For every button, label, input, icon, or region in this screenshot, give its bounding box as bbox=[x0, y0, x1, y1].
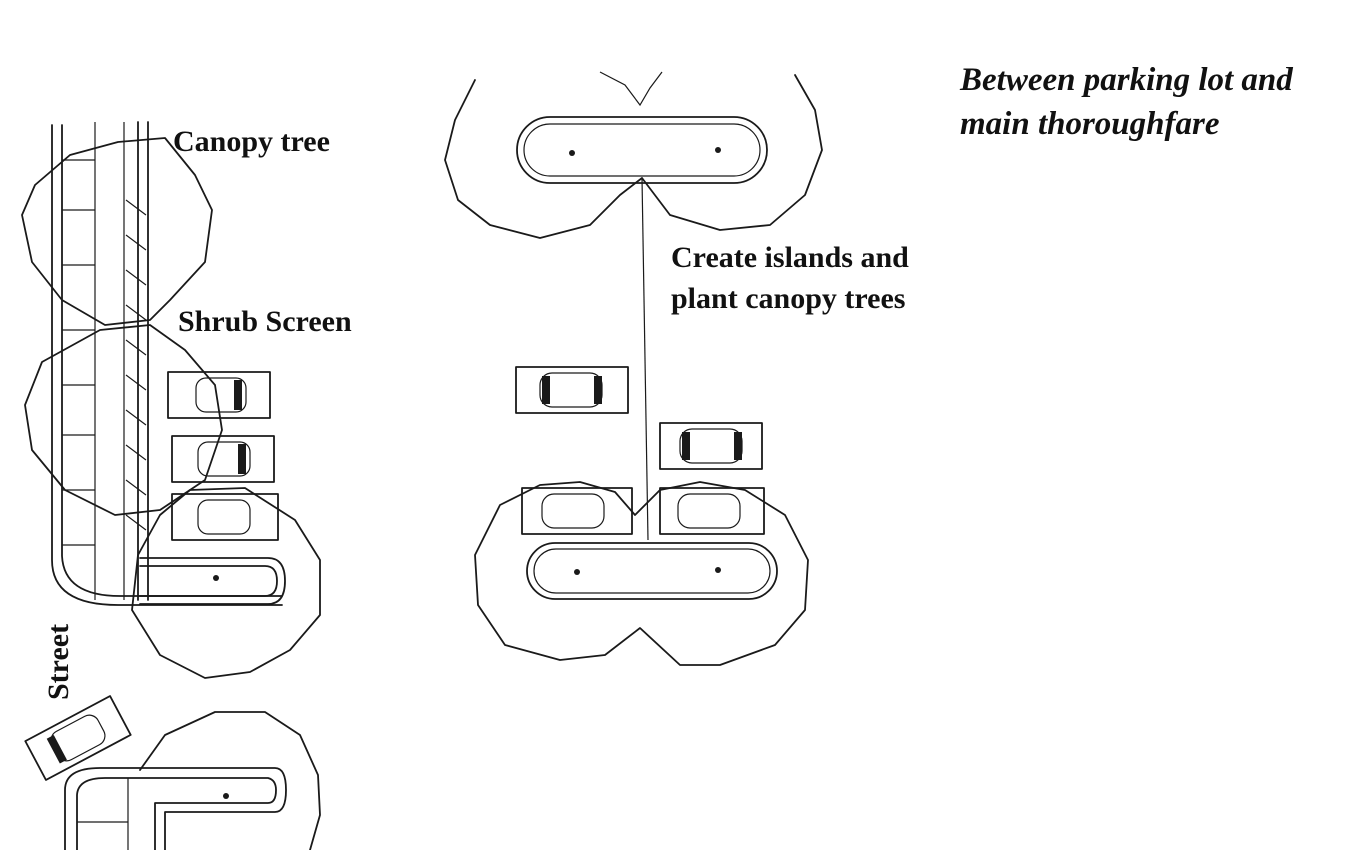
create-islands-label-line2: plant canopy trees bbox=[671, 282, 906, 315]
left-parked-cars bbox=[24, 371, 279, 781]
leader-line bbox=[641, 177, 649, 541]
shrub-screen-label: Shrub Screen bbox=[178, 305, 352, 338]
create-islands-label-line1: Create islands and bbox=[671, 241, 909, 274]
bottom-island-canopy bbox=[474, 481, 809, 666]
street-label: Street bbox=[42, 623, 75, 700]
canopy-tree-label: Canopy tree bbox=[173, 125, 330, 158]
street-sidewalk bbox=[51, 121, 287, 850]
left-island bbox=[139, 557, 286, 605]
caption-line1: Between parking lot and bbox=[960, 62, 1293, 98]
center-parked-cars bbox=[515, 366, 765, 535]
caption-line2: main thoroughfare bbox=[960, 106, 1220, 142]
top-island-canopy bbox=[444, 71, 823, 239]
left-canopy-trees bbox=[21, 137, 321, 850]
